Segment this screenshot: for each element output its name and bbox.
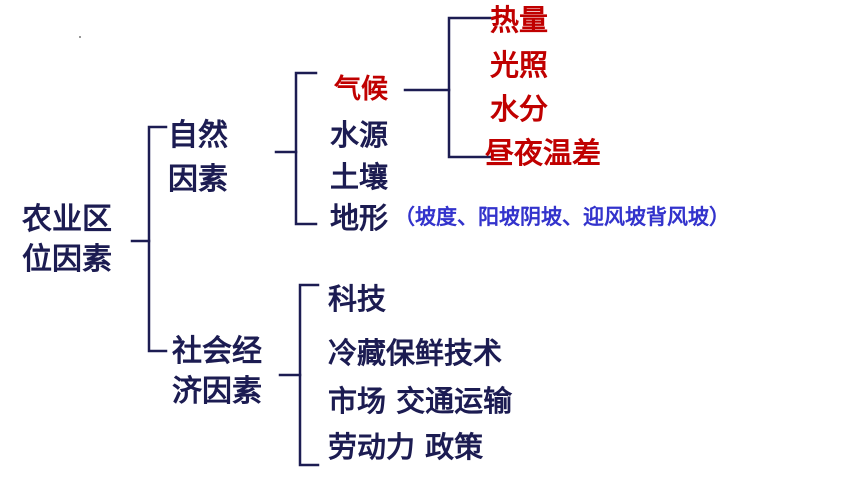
stray-dot xyxy=(79,36,81,38)
social-item-technology: 科技 xyxy=(328,282,387,316)
root-label: 农业区 位因素 xyxy=(22,200,112,280)
soil-label: 土壤 xyxy=(330,160,389,194)
natural-bracket xyxy=(294,71,318,226)
social-item-market-transport: 市场 交通运输 xyxy=(328,384,513,418)
natural-factors-label: 自然 因素 xyxy=(168,114,228,202)
social-line-1: 社会经 xyxy=(172,334,262,369)
climate-item-water: 水分 xyxy=(490,92,549,126)
social-line-2: 济因素 xyxy=(172,374,262,409)
climate-bracket xyxy=(447,16,492,159)
natural-line-1: 自然 xyxy=(168,118,228,153)
root-line-2: 位因素 xyxy=(22,242,112,277)
root-line-1: 农业区 xyxy=(22,202,112,237)
terrain-label: 地形 xyxy=(330,201,389,235)
social-factors-label: 社会经 济因素 xyxy=(172,332,262,412)
natural-line-2: 因素 xyxy=(168,162,228,197)
climate-label: 气候 xyxy=(334,74,388,105)
water-source-label: 水源 xyxy=(330,118,389,152)
terrain-note: （坡度、阳坡阴坡、迎风坡背风坡） xyxy=(394,205,730,229)
climate-item-heat: 热量 xyxy=(490,3,549,37)
root-bracket xyxy=(147,125,168,353)
climate-item-light: 光照 xyxy=(490,48,549,82)
climate-item-day-night-temp-difference: 昼夜温差 xyxy=(485,136,602,170)
social-item-labor-policy: 劳动力 政策 xyxy=(328,430,484,464)
social-bracket xyxy=(298,283,320,467)
social-item-refrigeration: 冷藏保鲜技术 xyxy=(328,336,503,370)
